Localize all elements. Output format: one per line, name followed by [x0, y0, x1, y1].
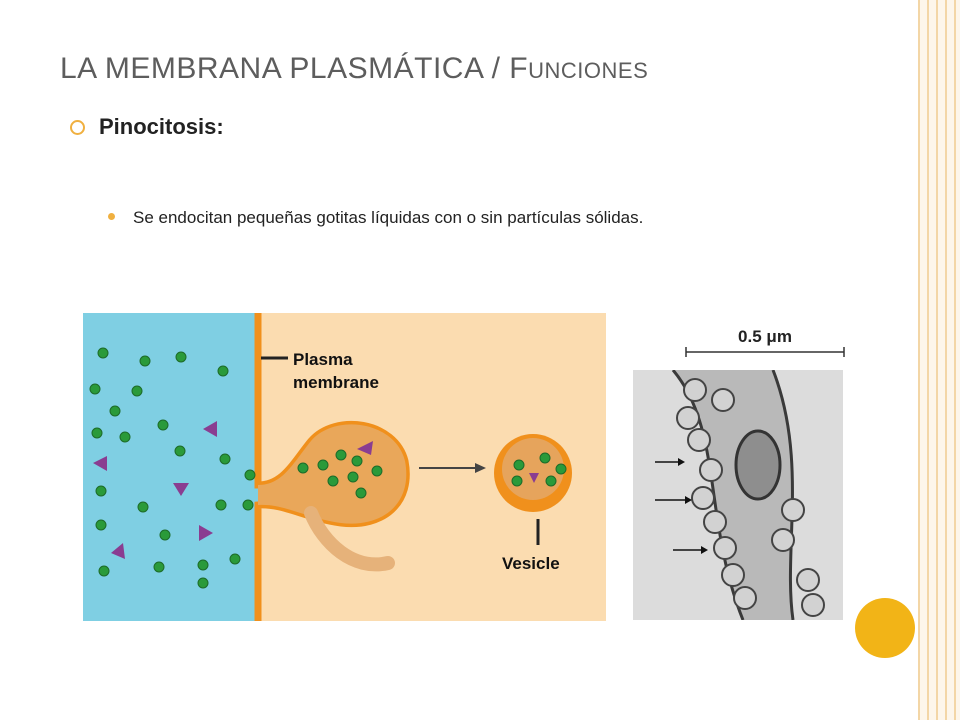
- border-line: [945, 0, 947, 720]
- micro-vesicle: [703, 510, 727, 534]
- border-line: [954, 0, 956, 720]
- heading-text: Pinocitosis:: [99, 114, 224, 139]
- water-particle: [91, 427, 103, 439]
- water-particle: [131, 385, 143, 397]
- water-particle: [217, 365, 229, 377]
- dot-bullet-icon: [108, 213, 115, 220]
- organelle: [734, 429, 782, 501]
- decorative-border: [918, 0, 960, 720]
- heading-bullet: Pinocitosis:: [70, 114, 224, 140]
- water-particle: [89, 383, 101, 395]
- water-particle: [139, 355, 151, 367]
- bullet-text: Se endocitan pequeñas gotitas líquidas c…: [133, 208, 644, 227]
- electron-micrograph: [633, 370, 843, 620]
- water-particle: [545, 475, 557, 487]
- solute-particle: [357, 441, 373, 455]
- water-particle: [153, 561, 165, 573]
- vesicle-lumen: [502, 438, 564, 500]
- scale-value: 0.5 μm: [738, 327, 792, 346]
- pinocytosis-diagram: Plasma membrane Vesicle: [83, 313, 606, 621]
- scale-bar: 0.5 μm: [685, 327, 845, 357]
- water-particle: [95, 485, 107, 497]
- water-particle: [137, 501, 149, 513]
- solute-particle: [173, 483, 189, 496]
- title-main: LA MEMBRANA PLASMÁTICA / F: [60, 52, 529, 85]
- water-particle: [317, 459, 329, 471]
- plasma-label-line2: membrane: [293, 373, 379, 392]
- water-particle: [371, 465, 383, 477]
- solute-particle: [199, 525, 213, 541]
- micro-vesicle: [801, 593, 825, 617]
- water-particle: [555, 463, 567, 475]
- water-particle: [98, 565, 110, 577]
- micro-vesicle: [676, 406, 700, 430]
- border-line: [918, 0, 920, 720]
- micro-vesicle: [687, 428, 711, 452]
- water-particle: [175, 351, 187, 363]
- vesicle-label: Vesicle: [502, 554, 560, 573]
- micro-vesicle: [691, 486, 715, 510]
- water-particle: [244, 469, 256, 481]
- micro-vesicle: [699, 458, 723, 482]
- solute-particle: [111, 543, 125, 559]
- micro-vesicle: [721, 563, 745, 587]
- plasma-label-line1: Plasma: [293, 350, 353, 369]
- water-particle: [242, 499, 254, 511]
- arrowhead-icon: [685, 496, 692, 504]
- particles-group: [89, 347, 567, 589]
- sub-bullet: Se endocitan pequeñas gotitas líquidas c…: [108, 205, 768, 230]
- micro-vesicle: [771, 528, 795, 552]
- water-particle: [197, 577, 209, 589]
- water-particle: [513, 459, 525, 471]
- border-line: [936, 0, 938, 720]
- extracellular-fluid: [83, 313, 258, 621]
- micro-vesicle: [733, 586, 757, 610]
- water-particle: [351, 455, 363, 467]
- water-particle: [539, 452, 551, 464]
- water-particle: [97, 347, 109, 359]
- decorative-circle: [855, 598, 915, 658]
- title-smallcaps: UNCIONES: [528, 58, 649, 83]
- water-particle: [159, 529, 171, 541]
- arrowhead-icon: [701, 546, 708, 554]
- micro-vesicle: [711, 388, 735, 412]
- slide-title: LA MEMBRANA PLASMÁTICA / FUNCIONES: [60, 52, 648, 86]
- arrowhead-icon: [678, 458, 685, 466]
- water-particle: [297, 462, 309, 474]
- border-line: [927, 0, 929, 720]
- water-particle: [219, 453, 231, 465]
- water-particle: [215, 499, 227, 511]
- water-particle: [197, 559, 209, 571]
- water-particle: [335, 449, 347, 461]
- micro-vesicle: [796, 568, 820, 592]
- solute-particle: [529, 473, 539, 483]
- water-particle: [327, 475, 339, 487]
- vesicle-group: [676, 378, 825, 617]
- water-particle: [174, 445, 186, 457]
- solute-particle: [203, 421, 217, 437]
- water-particle: [511, 475, 523, 487]
- ring-bullet-icon: [70, 119, 85, 135]
- water-particle: [229, 553, 241, 565]
- water-particle: [109, 405, 121, 417]
- pointer-arrows: [655, 458, 708, 554]
- micro-vesicle: [713, 536, 737, 560]
- water-particle: [157, 419, 169, 431]
- solute-particle: [93, 456, 107, 471]
- micro-vesicle: [781, 498, 805, 522]
- arrowhead-icon: [475, 463, 486, 473]
- water-particle: [119, 431, 131, 443]
- water-particle: [355, 487, 367, 499]
- membrane-shadow: [304, 506, 395, 572]
- water-particle: [347, 471, 359, 483]
- micro-vesicle: [683, 378, 707, 402]
- water-particle: [95, 519, 107, 531]
